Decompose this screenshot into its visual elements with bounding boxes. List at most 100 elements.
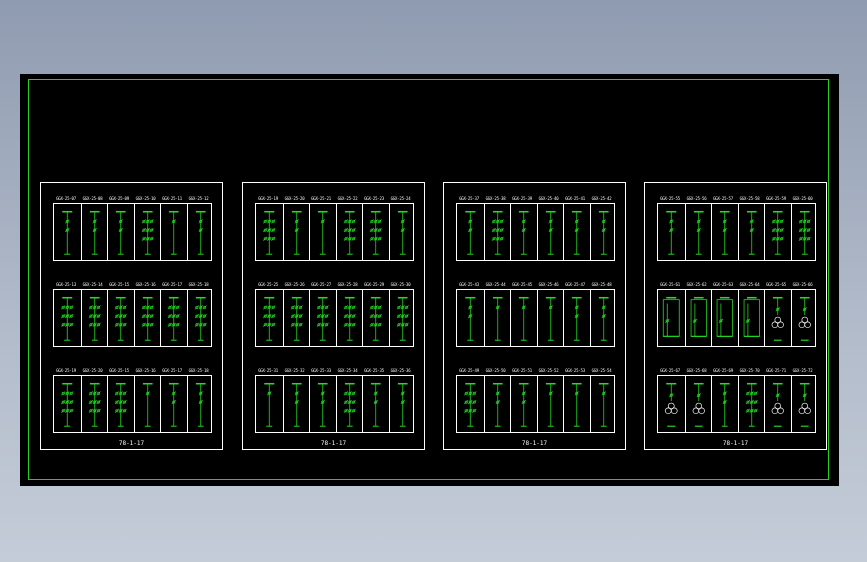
cabinet-code-label: GGX-25-33 bbox=[311, 368, 331, 373]
cabinet-code-label: GGX-25-55 bbox=[660, 196, 680, 201]
cabinet-cell bbox=[388, 290, 416, 346]
cabinet-code-label: GGX-25-27 bbox=[311, 282, 331, 287]
cabinet-code-label: GGX-25-10 bbox=[135, 196, 156, 201]
circuit-symbol-icon bbox=[518, 296, 529, 341]
cabinet-code-label: GGX-25-07 bbox=[56, 196, 76, 201]
cabinet-cell bbox=[80, 204, 108, 260]
cabinet-code-label: GGX-25-29 bbox=[364, 282, 384, 287]
cabinet-cell bbox=[457, 290, 484, 346]
cabinet-cell bbox=[335, 376, 363, 432]
circuit-symbol-icon bbox=[168, 382, 179, 427]
cabinet-code-label: GGX-25-30 bbox=[390, 282, 411, 287]
cabinet-code-label: GGX-25-08 bbox=[82, 196, 103, 201]
cabinet-code-label: GGX-25-18 bbox=[188, 282, 209, 287]
cabinet-code-label: GGX-25-62 bbox=[686, 282, 707, 287]
cabinet-cell bbox=[658, 290, 685, 346]
circuit-symbol-icon bbox=[492, 382, 503, 427]
cabinet-code-label: GGX-25-51 bbox=[512, 368, 532, 373]
circuit-symbol-icon bbox=[798, 382, 811, 427]
circuit-symbol-icon bbox=[745, 382, 758, 427]
cabinet-cell bbox=[711, 204, 738, 260]
cabinet-cell bbox=[536, 376, 564, 432]
circuit-symbol-icon bbox=[771, 296, 784, 341]
cabinet-cell bbox=[790, 376, 818, 432]
circuit-symbol-icon bbox=[693, 210, 704, 255]
cabinet-cell bbox=[536, 290, 564, 346]
cabinet-code-label: GGX-25-44 bbox=[485, 282, 506, 287]
cabinet-cell bbox=[658, 376, 685, 432]
cabinet-cell bbox=[282, 376, 310, 432]
cabinet-code-label: GGX-25-37 bbox=[459, 196, 479, 201]
cabinet-cell bbox=[256, 376, 283, 432]
circuit-symbol-icon bbox=[264, 382, 275, 427]
cabinet-cell bbox=[309, 290, 336, 346]
cabinet-cell bbox=[684, 376, 712, 432]
cabinet-cell bbox=[483, 204, 511, 260]
circuit-symbol-icon bbox=[771, 382, 784, 427]
cabinet-cell bbox=[388, 376, 416, 432]
cabinet-code-label: GGX-25-35 bbox=[364, 368, 384, 373]
circuit-symbol-icon bbox=[719, 382, 730, 427]
cabinet-code-label: GGX-25-59 bbox=[766, 196, 786, 201]
cabinet-cell bbox=[133, 204, 161, 260]
cabinet-cell bbox=[186, 290, 214, 346]
switchgear-panel-row bbox=[53, 375, 212, 433]
cabinet-cell bbox=[107, 204, 134, 260]
switchgear-panel-row bbox=[657, 203, 816, 261]
cabinet-cell bbox=[737, 204, 765, 260]
circuit-symbol-icon bbox=[571, 382, 582, 427]
sheet-number-label: 78-1-17 bbox=[722, 440, 749, 447]
circuit-symbol-icon bbox=[719, 210, 730, 255]
cabinet-code-label: GGX-25-20 bbox=[284, 196, 305, 201]
circuit-symbol-icon bbox=[518, 210, 529, 255]
cabinet-code-label: GGX-25-22 bbox=[337, 196, 358, 201]
circuit-symbol-icon bbox=[798, 296, 811, 341]
cabinet-code-label: GGX-25-16 bbox=[135, 368, 156, 373]
cabinet-code-label: GGX-25-48 bbox=[591, 282, 612, 287]
circuit-symbol-icon bbox=[598, 382, 609, 427]
circuit-symbol-icon bbox=[369, 296, 382, 341]
switchgear-panel-row bbox=[53, 289, 212, 347]
circuit-symbol-icon bbox=[464, 382, 477, 427]
circuit-symbol-icon bbox=[545, 382, 556, 427]
circuit-symbol-icon bbox=[491, 210, 504, 255]
cabinet-cell bbox=[711, 376, 738, 432]
cabinet-code-label: GGX-25-46 bbox=[538, 282, 559, 287]
cabinet-cell bbox=[54, 376, 81, 432]
cabinet-code-label: GGX-25-19 bbox=[258, 196, 278, 201]
cabinet-cell bbox=[362, 376, 389, 432]
cabinet-code-label: GGX-25-47 bbox=[565, 282, 585, 287]
circuit-symbol-icon bbox=[291, 382, 302, 427]
circuit-symbol-icon bbox=[114, 296, 127, 341]
cabinet-cell bbox=[510, 204, 537, 260]
circuit-symbol-icon bbox=[194, 296, 207, 341]
circuit-symbol-icon bbox=[397, 210, 408, 255]
circuit-symbol-icon bbox=[141, 210, 154, 255]
cabinet-code-label: GGX-25-64 bbox=[739, 282, 760, 287]
switchgear-panel-row bbox=[456, 375, 615, 433]
circuit-symbol-icon bbox=[545, 296, 556, 341]
cabinet-code-label: GGX-25-23 bbox=[364, 196, 384, 201]
cabinet-cell bbox=[186, 376, 214, 432]
circuit-symbol-icon bbox=[343, 210, 356, 255]
circuit-symbol-icon bbox=[492, 296, 503, 341]
cabinet-code-label: GGX-25-41 bbox=[565, 196, 585, 201]
cabinet-code-label: GGX-25-11 bbox=[162, 196, 182, 201]
circuit-symbol-icon bbox=[291, 210, 302, 255]
cabinet-code-label: GGX-25-54 bbox=[591, 368, 612, 373]
cabinet-cell bbox=[107, 376, 134, 432]
cabinet-cell bbox=[256, 204, 283, 260]
drawing-frame bbox=[28, 79, 829, 480]
cabinet-cell bbox=[711, 290, 738, 346]
cabinet-cell bbox=[107, 290, 134, 346]
cabinet-code-label: GGX-25-45 bbox=[512, 282, 532, 287]
cabinet-cell bbox=[282, 204, 310, 260]
cabinet-code-label: GGX-25-24 bbox=[390, 196, 411, 201]
switchgear-panel-row bbox=[255, 375, 414, 433]
cabinet-code-label: GGX-25-20 bbox=[82, 368, 103, 373]
switchgear-panel-row bbox=[255, 289, 414, 347]
cabinet-cell bbox=[133, 290, 161, 346]
cabinet-code-label: GGX-25-66 bbox=[792, 282, 813, 287]
cabinet-code-label: GGX-25-17 bbox=[162, 368, 182, 373]
